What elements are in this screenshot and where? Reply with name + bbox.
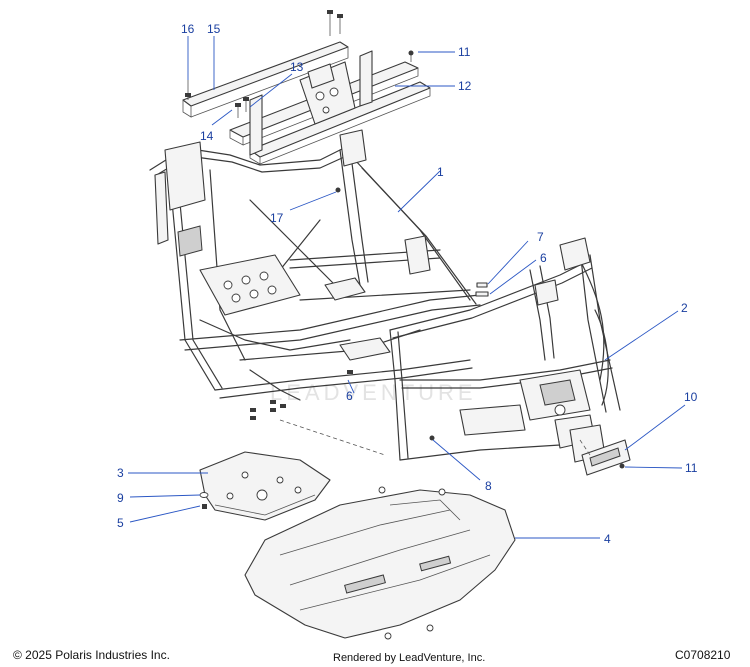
callout-9: 9 [117, 491, 124, 505]
bolt-16 [185, 80, 191, 100]
callout-6-upper: 6 [540, 251, 547, 265]
bolt-top [327, 10, 343, 36]
footer: © 2025 Polaris Industries Inc. Rendered … [13, 648, 731, 664]
callout-7: 7 [537, 230, 544, 244]
bolt-17 [335, 187, 341, 193]
bolt-14 [235, 97, 249, 118]
callout-2: 2 [681, 301, 688, 315]
rear-frame [389, 237, 621, 463]
callout-8: 8 [485, 479, 492, 493]
callout-5: 5 [117, 516, 124, 530]
callout-11: 11 [458, 45, 471, 59]
nut-11-top [408, 50, 414, 56]
rendered-by-text: Rendered by LeadVenture, Inc. [333, 652, 485, 664]
callout-16: 16 [181, 22, 195, 36]
skid-plate-3 [199, 451, 331, 521]
callout-labels: 16 15 11 13 12 14 1 17 7 6 2 6 10 3 8 11… [117, 22, 698, 546]
leader-lines [128, 36, 686, 539]
bracket-10 [581, 439, 631, 476]
copyright-text: © 2025 Polaris Industries Inc. [13, 648, 170, 662]
bolt-5 [202, 504, 207, 509]
floor-pan [199, 254, 301, 316]
bolt-8 [429, 435, 435, 441]
callout-4: 4 [604, 532, 611, 546]
main-frame [149, 129, 481, 420]
callout-6-lower: 6 [346, 389, 353, 403]
callout-1: 1 [437, 165, 444, 179]
callout-13: 13 [290, 60, 304, 74]
callout-12: 12 [458, 79, 472, 93]
callout-10: 10 [684, 390, 698, 404]
upper-brace-assembly [182, 10, 431, 165]
callout-17: 17 [270, 211, 284, 225]
skid-plate-4 [244, 486, 516, 640]
diagram-code: C0708210 [675, 648, 731, 662]
part-6 [475, 291, 489, 297]
watermark-text: LEADVENTURE [270, 380, 477, 405]
callout-14: 14 [200, 129, 214, 143]
part-7 [476, 282, 488, 288]
callout-15: 15 [207, 22, 221, 36]
nut-11-bottom [619, 463, 625, 469]
washer-9 [199, 492, 209, 498]
callout-3: 3 [117, 466, 124, 480]
callout-11-lower: 11 [685, 461, 698, 475]
